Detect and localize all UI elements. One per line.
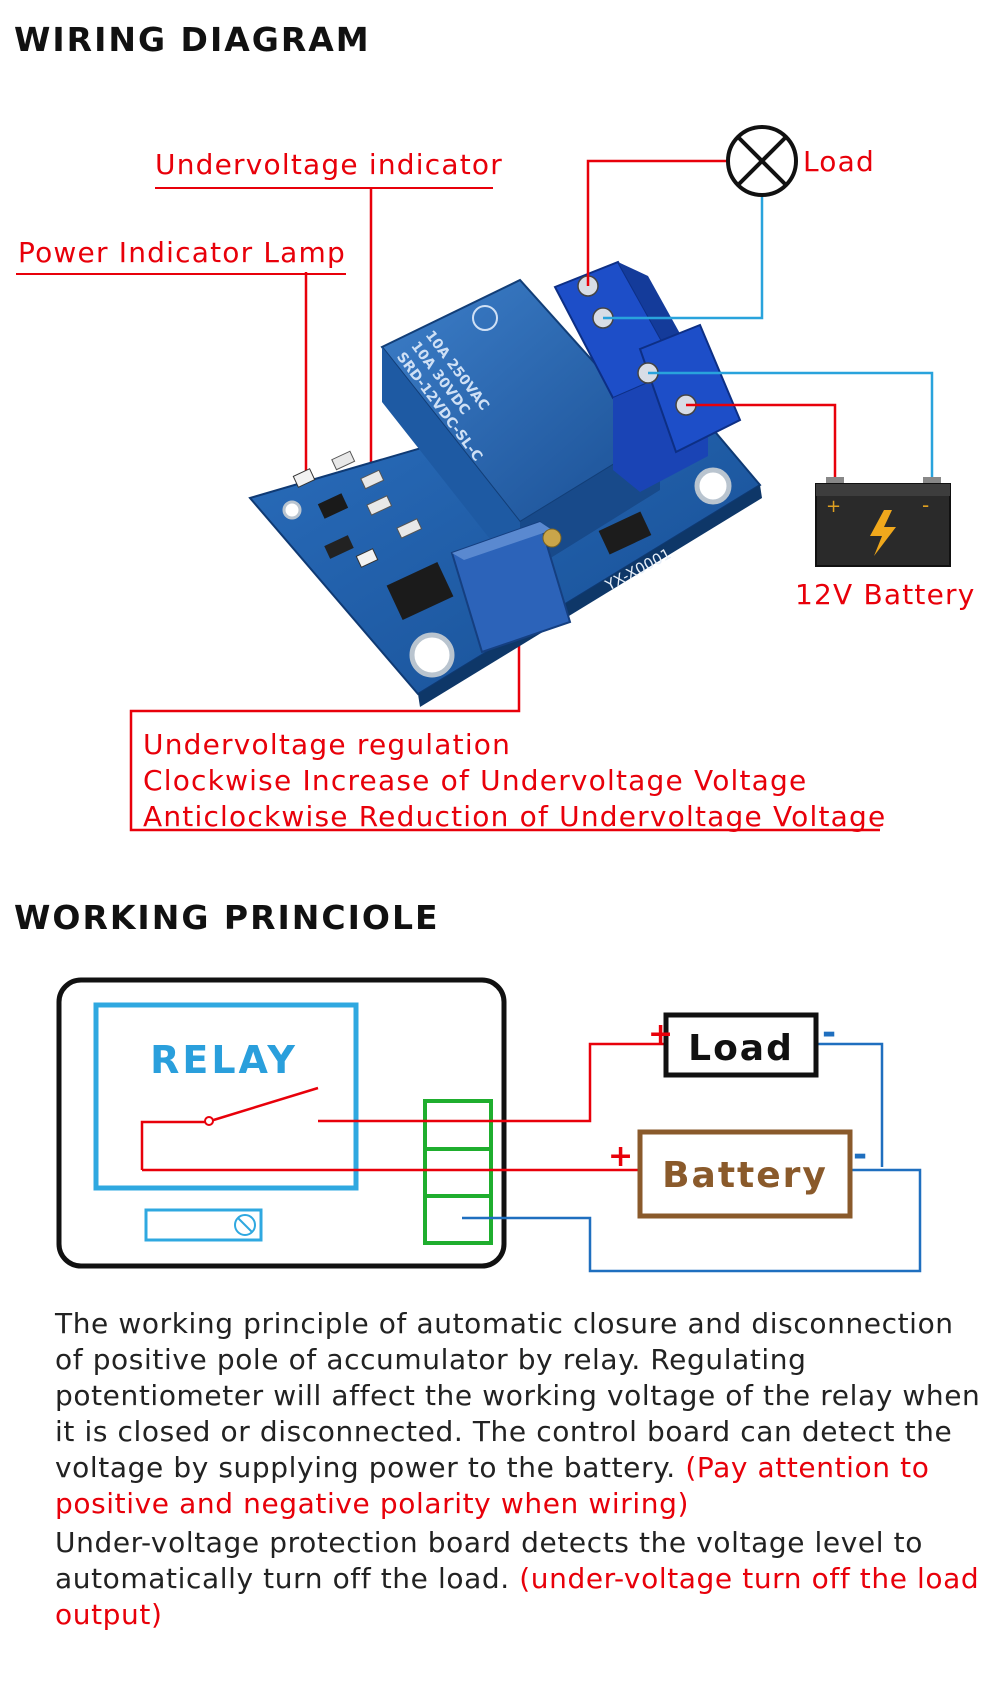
- load-label: Load: [803, 145, 875, 178]
- svg-text:-: -: [922, 493, 929, 517]
- wires: [586, 159, 934, 478]
- pot-symbol: [144, 1208, 263, 1242]
- terminal-blocks: [553, 260, 742, 492]
- paragraph-1-text: The working principle of automatic closu…: [55, 1307, 981, 1484]
- load-minus: -: [822, 1013, 836, 1053]
- paragraph-1-note: (Pay attention to positive and negative …: [55, 1451, 930, 1520]
- potentiometer: [450, 520, 572, 654]
- relay-label: RELAY: [150, 1038, 298, 1082]
- load-box: [663, 1012, 819, 1078]
- undervoltage-indicator-underline: [155, 187, 493, 189]
- load-lamp-symbol: [726, 125, 798, 197]
- svg-text:+: +: [826, 496, 841, 517]
- regulation-line-3: Anticlockwise Reduction of Undervoltage …: [143, 800, 887, 833]
- load-box-label: Load: [688, 1028, 794, 1069]
- principle-paragraph-1: The working principle of automatic closu…: [55, 1306, 985, 1522]
- battery-icon: + -: [815, 477, 951, 567]
- battery-label: 12V Battery: [795, 578, 976, 611]
- regulation-line-1: Undervoltage regulation: [143, 728, 512, 761]
- power-indicator-lamp-label: Power Indicator Lamp: [18, 236, 346, 269]
- wiring-diagram-title: WIRING DIAGRAM: [14, 20, 371, 59]
- terminal-block: [423, 1099, 493, 1245]
- relay-switch: [140, 1086, 319, 1170]
- battery-minus: -: [853, 1135, 867, 1175]
- regulation-line-2: Clockwise Increase of Undervoltage Volta…: [143, 764, 808, 797]
- relay-frame: [93, 1002, 359, 1191]
- working-principle-title: WORKING PRINCIOLE: [14, 898, 440, 937]
- undervoltage-indicator-label: Undervoltage indicator: [155, 148, 503, 181]
- principle-paragraph-2: Under-voltage protection board detects t…: [55, 1525, 985, 1633]
- battery-plus: +: [608, 1139, 633, 1174]
- load-plus: +: [648, 1017, 673, 1052]
- wiring-illustration: YX-X0001 10A 250VAC 10A 30VDC SRD-12VDC-…: [129, 125, 951, 832]
- battery-box: [637, 1129, 853, 1219]
- schematic-wires: [142, 1042, 922, 1273]
- power-indicator-lamp-underline: [16, 273, 346, 275]
- battery-box-label: Battery: [662, 1155, 828, 1196]
- paragraph-2-note: (under-voltage turn off the load output): [55, 1562, 980, 1631]
- module-outline: [56, 977, 507, 1269]
- paragraph-2-text: Under-voltage protection board detects t…: [55, 1526, 923, 1595]
